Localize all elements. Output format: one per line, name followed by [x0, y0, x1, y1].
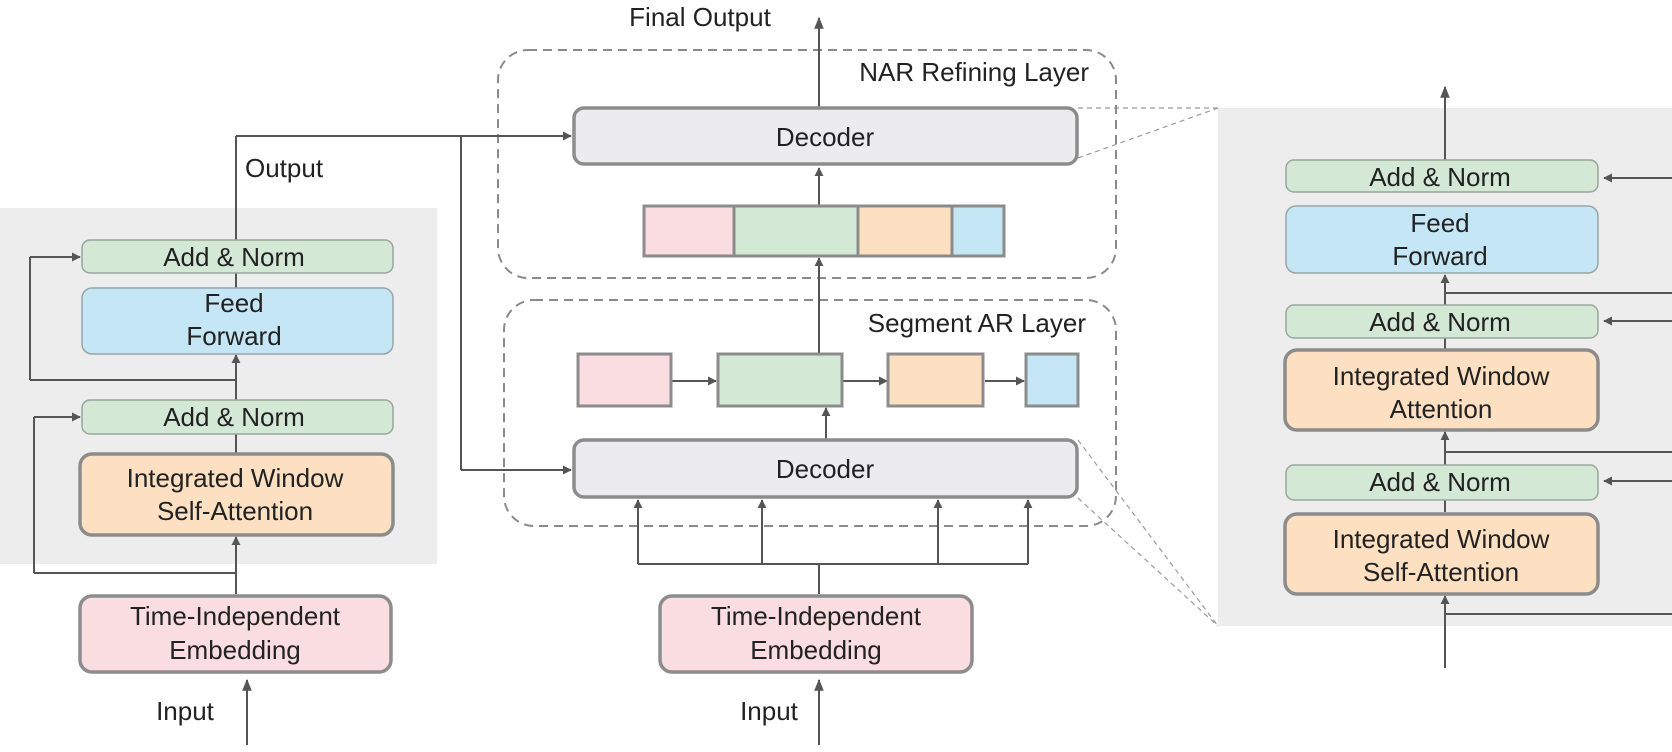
- nar-decoder: [572, 106, 1079, 166]
- center-embedding: [658, 594, 974, 674]
- center-embedding-label-2: Embedding: [750, 635, 882, 665]
- right-self-attention-label-1: Integrated Window: [1333, 524, 1550, 554]
- center-embedding-label-1: Time-Independent: [711, 601, 922, 631]
- nar-decoder-label: Decoder: [776, 122, 875, 152]
- input-left-label: Input: [156, 696, 215, 726]
- ar-segment-orange: [886, 352, 985, 408]
- nar-segment-green: [732, 204, 860, 258]
- ar-segment-pink: [576, 352, 673, 408]
- left-encoder: Add & Norm Feed Forward Add & Norm Integ…: [78, 239, 395, 674]
- left-embedding-label-2: Embedding: [169, 635, 301, 665]
- right-self-attention-label-2: Self-Attention: [1363, 557, 1519, 587]
- nar-segment-pink: [642, 204, 736, 258]
- right-cross-attention-label-2: Attention: [1390, 394, 1493, 424]
- ar-segment-green: [716, 352, 844, 408]
- left-attention-label-1: Integrated Window: [127, 463, 344, 493]
- ar-segments: [576, 352, 1080, 408]
- nar-refining-layer-region: [497, 49, 1117, 279]
- right-cross-attention-label-1: Integrated Window: [1333, 361, 1550, 391]
- ar-segment-blue: [1024, 352, 1080, 408]
- left-feed-forward: [81, 287, 394, 355]
- ar-decoder-label: Decoder: [776, 454, 875, 484]
- left-add-norm-top-label: Add & Norm: [163, 242, 305, 272]
- left-attention-label-2: Self-Attention: [157, 496, 313, 526]
- segment-ar-layer-region: [503, 299, 1117, 527]
- left-add-norm-bottom-label: Add & Norm: [163, 402, 305, 432]
- left-attention: [78, 452, 395, 537]
- final-output-label: Final Output: [629, 2, 771, 32]
- right-add-norm-bottom: [1285, 464, 1599, 501]
- input-center-label: Input: [740, 696, 799, 726]
- output-label: Output: [245, 153, 324, 183]
- right-feed-forward-label-2: Forward: [1392, 241, 1487, 271]
- right-add-norm-top: [1285, 159, 1599, 193]
- right-add-norm-mid: [1285, 304, 1599, 339]
- center-model: Decoder Decoder Time-Independent Embeddi…: [572, 106, 1080, 674]
- nar-refining-layer-label: NAR Refining Layer: [859, 57, 1089, 87]
- left-add-norm-top: [81, 239, 394, 274]
- right-decoder: Add & Norm Feed Forward Add & Norm Integ…: [1283, 159, 1600, 596]
- left-embedding-label-1: Time-Independent: [130, 601, 341, 631]
- nar-segment-blue: [950, 204, 1006, 258]
- left-embedding: [78, 594, 393, 674]
- right-add-norm-mid-label: Add & Norm: [1369, 307, 1511, 337]
- left-feed-forward-label-1: Feed: [204, 288, 263, 318]
- right-add-norm-top-label: Add & Norm: [1369, 162, 1511, 192]
- nar-segment-bar: [642, 204, 1006, 258]
- right-feed-forward: [1285, 205, 1599, 274]
- ar-decoder: [572, 438, 1079, 499]
- nar-segment-orange: [856, 204, 954, 258]
- right-add-norm-bottom-label: Add & Norm: [1369, 467, 1511, 497]
- right-self-attention: [1283, 512, 1600, 596]
- connection-lines: [29, 16, 1672, 745]
- left-feed-forward-label-2: Forward: [186, 321, 281, 351]
- left-add-norm-bottom: [81, 399, 394, 435]
- right-feed-forward-label-1: Feed: [1410, 208, 1469, 238]
- segment-ar-layer-label: Segment AR Layer: [868, 308, 1087, 338]
- zoom-guide-lines: [1077, 107, 1219, 627]
- right-cross-attention: [1283, 348, 1600, 432]
